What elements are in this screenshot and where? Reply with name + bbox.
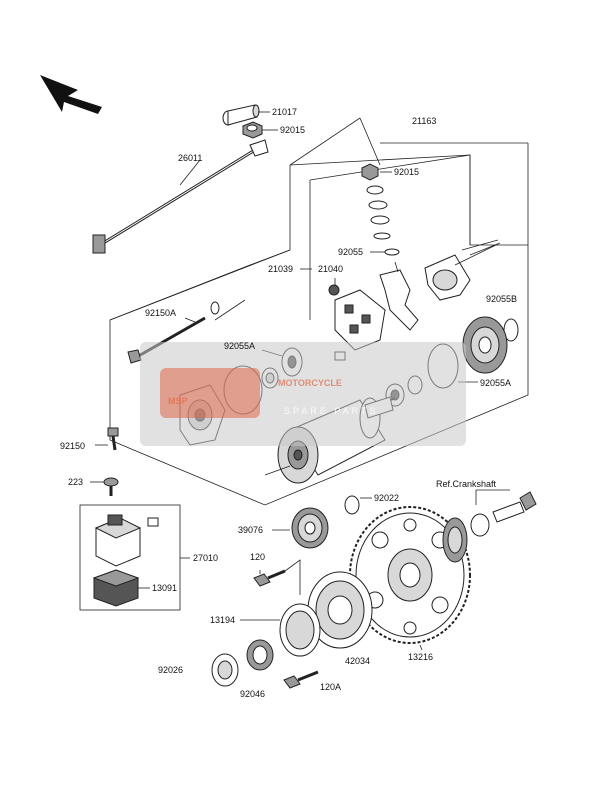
part-13216-starter-gear bbox=[349, 506, 471, 644]
part-92015-stack bbox=[361, 163, 391, 240]
part-crankshaft-gear bbox=[442, 491, 537, 563]
part-terminal-bracket bbox=[379, 261, 419, 331]
label-92046: 92046 bbox=[240, 689, 265, 699]
part-92055-oring bbox=[384, 248, 400, 256]
watermark-brand: MOTORCYCLE bbox=[278, 378, 342, 388]
label-21039: 21039 bbox=[268, 264, 293, 274]
label-92150: 92150 bbox=[60, 441, 85, 451]
part-26011-lead bbox=[92, 139, 269, 254]
label-21163: 21163 bbox=[412, 116, 436, 126]
part-92015-nut-top bbox=[242, 121, 263, 139]
label-21017: 21017 bbox=[272, 107, 297, 117]
label-13216: 13216 bbox=[408, 652, 433, 662]
label-13194: 13194 bbox=[210, 615, 235, 625]
label-223: 223 bbox=[68, 477, 83, 487]
part-120-bolt bbox=[253, 569, 286, 587]
label-120A: 120A bbox=[320, 682, 341, 692]
part-120A-bolt bbox=[283, 670, 319, 689]
label-92026: 92026 bbox=[158, 665, 183, 675]
part-21039-brush-holder bbox=[328, 284, 386, 351]
part-13194-oneway-clutch bbox=[279, 603, 321, 657]
label-21040: 21040 bbox=[318, 264, 343, 274]
label-92015-stack: 92015 bbox=[394, 167, 419, 177]
label-27010: 27010 bbox=[193, 553, 218, 563]
front-arrow-icon bbox=[40, 75, 102, 114]
part-223-screw bbox=[103, 477, 119, 496]
label-26011: 26011 bbox=[178, 153, 202, 163]
label-39076: 39076 bbox=[238, 525, 263, 535]
label-42034: 42034 bbox=[345, 656, 370, 666]
part-21017-boot bbox=[222, 104, 260, 126]
watermark-sub: SPARE PARTS bbox=[284, 406, 379, 416]
label-92022: 92022 bbox=[374, 493, 399, 503]
part-spring bbox=[210, 301, 220, 315]
part-92022-washer bbox=[344, 495, 360, 515]
label-ref-crankshaft: Ref.Crankshaft bbox=[436, 479, 497, 489]
part-fuse bbox=[147, 517, 159, 527]
label-92055: 92055 bbox=[338, 247, 363, 257]
label-92055A-left: 92055A bbox=[224, 341, 255, 351]
watermark: MSP MOTORCYCLE SPARE PARTS bbox=[140, 342, 466, 446]
part-13091-relay-cover bbox=[92, 569, 140, 607]
label-92015-top: 92015 bbox=[280, 125, 305, 135]
part-39076-idle-gear bbox=[291, 507, 329, 549]
label-92055B: 92055B bbox=[486, 294, 517, 304]
part-starter-relay bbox=[94, 514, 142, 567]
part-92150-bolt bbox=[107, 427, 119, 451]
part-92046-needle-bearing bbox=[246, 639, 274, 671]
part-end-cover bbox=[424, 254, 471, 301]
part-gear-housing-cover bbox=[462, 316, 508, 374]
label-92150A: 92150A bbox=[145, 308, 176, 318]
part-42034-starter-clutch bbox=[307, 571, 373, 649]
label-13091: 13091 bbox=[152, 583, 177, 593]
label-120: 120 bbox=[250, 552, 265, 562]
label-92055A-right: 92055A bbox=[480, 378, 511, 388]
relay-group-box bbox=[79, 504, 181, 611]
assembly-outline-inner bbox=[309, 154, 471, 245]
watermark-logo: MSP bbox=[168, 396, 188, 406]
